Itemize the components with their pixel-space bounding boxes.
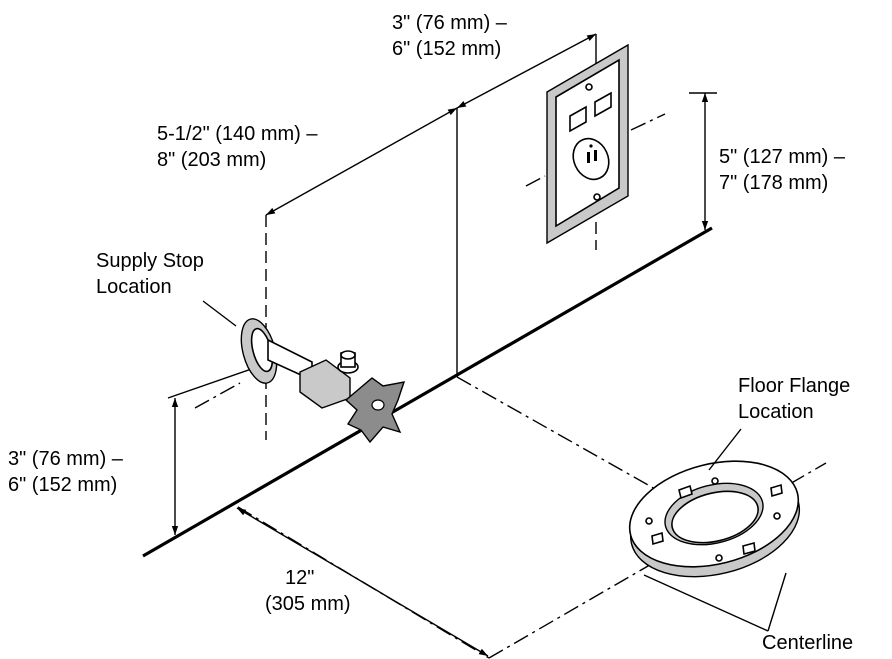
flange-offset-label: 12" (305 mm) bbox=[265, 567, 351, 615]
floor-flange-icon bbox=[628, 460, 801, 578]
centerline-label: Centerline bbox=[762, 632, 853, 654]
centerline-leader-a bbox=[643, 574, 769, 632]
floor-flange-leader bbox=[708, 428, 742, 471]
wall-floor-line bbox=[142, 226, 713, 558]
supply-stop-valve-icon bbox=[194, 318, 406, 444]
outlet-height-label: 5" (127 mm) – 7" (178 mm) bbox=[719, 146, 851, 194]
stop-to-outlet-label: 5-1/2" (140 mm) – 8" (203 mm) bbox=[157, 123, 323, 171]
supply-stop-leader bbox=[202, 300, 237, 327]
dimension-outlet-offset bbox=[456, 33, 597, 109]
stop-height-label: 3" (76 mm) – 6" (152 mm) bbox=[8, 448, 128, 496]
dimension-flange-offset bbox=[236, 507, 489, 657]
floor-flange-label: Floor Flange Location bbox=[738, 375, 856, 423]
outlet-offset-label: 3" (76 mm) – 6" (152 mm) bbox=[392, 12, 512, 60]
centerline-leader-b bbox=[767, 572, 787, 632]
supply-stop-label: Supply Stop Location bbox=[96, 250, 209, 298]
dimension-stop-to-outlet bbox=[265, 107, 458, 216]
electrical-outlet-icon bbox=[525, 43, 666, 245]
stop-height-extension bbox=[167, 365, 261, 399]
